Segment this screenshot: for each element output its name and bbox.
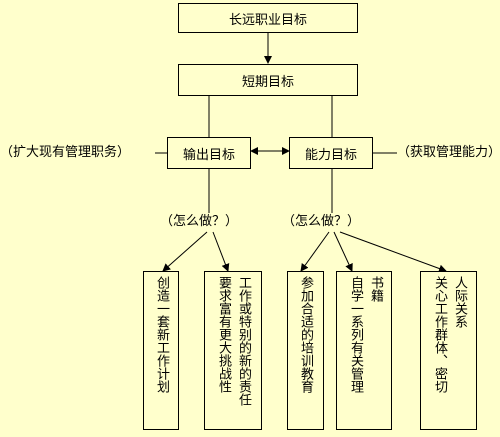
arrow-how-left-2 [212,231,230,272]
arrow-how-right-1 [300,231,330,272]
action-4-text-left: 自学一系列有关管理 [348,276,363,393]
right-note: （获取管理能力） [397,145,500,161]
action-3-text: 参加合适的培训教育 [298,276,313,393]
action-5-text-left: 关心工作群体、密切 [432,276,447,393]
short-term-goal-text: 短期目标 [241,74,294,90]
action-box-3: 参加合适的培训教育 [287,271,324,430]
how-label-right: （怎么做？） [282,214,361,230]
long-term-goal-box: 长远职业目标 [178,3,358,33]
arrow-how-left-1 [162,231,208,272]
ability-goal-box: 能力目标 [289,137,373,169]
action-box-4: 书籍 自学一系列有关管理 [336,271,392,430]
arrow-how-right-3 [339,231,447,273]
action-box-5: 人际关系 关心工作群体、密切 [420,271,477,430]
output-goal-box: 输出目标 [167,137,251,169]
action-4-text-right: 书籍 [368,276,383,302]
action-box-1: 创造一套新工作计划 [143,271,179,430]
how-label-left: （怎么做？） [160,214,239,230]
ability-goal-text: 能力目标 [304,147,357,163]
long-term-goal-text: 长远职业目标 [228,12,307,28]
left-note: （扩大现有管理职务） [0,145,131,161]
output-goal-text: 输出目标 [182,147,235,163]
action-2-text-left: 要求富有更大挑战性 [216,276,231,393]
action-box-2: 工作或特别的新的责任 要求富有更大挑战性 [204,271,262,430]
action-2-text-right: 工作或特别的新的责任 [236,276,251,406]
arrow-how-right-2 [333,231,353,272]
short-term-goal-box: 短期目标 [178,64,358,96]
action-1-text: 创造一套新工作计划 [154,276,169,393]
action-5-text-right: 人际关系 [452,276,467,328]
